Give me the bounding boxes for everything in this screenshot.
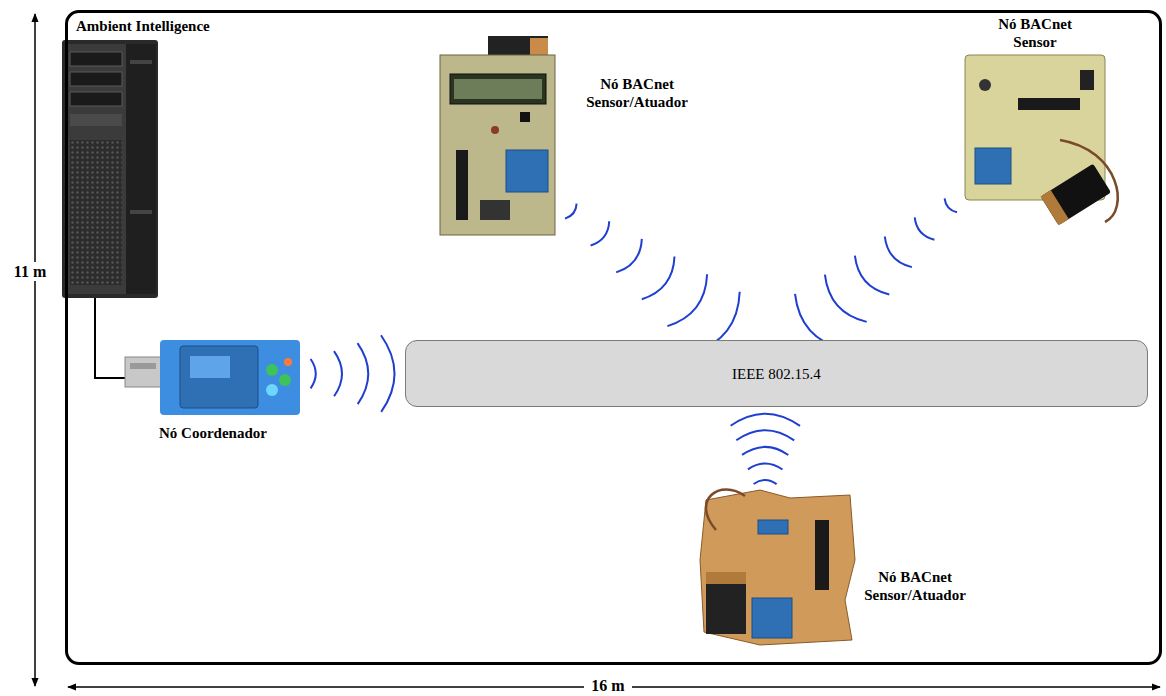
sensor-actuator-board xyxy=(506,150,548,192)
node-label: Nó BACnet Sensor/Atuador xyxy=(850,568,980,604)
sensor-board xyxy=(965,55,1118,225)
sensor-actuator-board xyxy=(700,490,855,645)
sensor-actuator-board xyxy=(491,126,499,134)
coordinator-usb-stick xyxy=(190,356,230,378)
sensor-actuator-board xyxy=(752,598,792,638)
wave-arc xyxy=(311,359,316,388)
wave-arc xyxy=(591,221,610,245)
sensor-actuator-board xyxy=(440,36,555,235)
server-tower xyxy=(70,140,122,285)
coordinator-usb-stick xyxy=(180,346,258,408)
server-tower xyxy=(130,60,152,64)
node-label: Nó BACnet Sensor/Atuador xyxy=(572,75,702,111)
wave-arc xyxy=(731,414,800,426)
wave-arc xyxy=(885,237,912,268)
wave-arc xyxy=(742,447,788,455)
sensor-actuator-board xyxy=(815,520,829,590)
device-node: Nó BACnet Sensor xyxy=(965,55,1105,200)
wave-arc xyxy=(381,335,395,412)
dimension-lines xyxy=(34,14,36,686)
wave-arc xyxy=(754,480,777,484)
wave-arc xyxy=(736,430,794,440)
device-node: Nó Coordenador xyxy=(125,340,300,415)
server-tower xyxy=(62,40,158,298)
sensor-actuator-board xyxy=(706,572,746,634)
sensor-actuator-board xyxy=(480,200,510,220)
server-tower xyxy=(130,210,152,214)
dimension-label: 16 m xyxy=(584,676,632,695)
coordinator-usb-stick xyxy=(125,340,300,415)
dimension-label: 11 m xyxy=(8,262,52,281)
sensor-board xyxy=(1041,190,1069,225)
server-tower xyxy=(70,52,122,66)
wave-arc xyxy=(748,463,783,469)
node-label: Nó BACnet Sensor xyxy=(985,15,1085,51)
coordinator-usb-stick xyxy=(266,384,278,396)
server-tower xyxy=(70,92,122,106)
coordinator-usb-stick xyxy=(125,357,163,387)
sensor-board xyxy=(1041,164,1112,226)
sensor-actuator-board xyxy=(700,490,855,646)
region-heading: Ambient Intelligence xyxy=(76,17,210,35)
wave-arc xyxy=(565,204,577,219)
network-band: IEEE 802.15.4 xyxy=(405,340,1148,407)
wave-arc xyxy=(642,257,675,300)
server-tower xyxy=(126,44,156,294)
radio-waves xyxy=(311,335,395,412)
wave-arc xyxy=(667,274,707,326)
sensor-board xyxy=(975,148,1011,184)
room-region: Ambient Intelligence Nó BACnet Sensor/Atu… xyxy=(65,10,1162,665)
sensor-board xyxy=(979,79,991,91)
radio-waves xyxy=(731,414,800,484)
wave-arc xyxy=(855,256,889,295)
server-tower xyxy=(62,40,158,298)
wave-arc xyxy=(945,198,957,212)
sensor-actuator-board xyxy=(440,55,555,235)
coordinator-usb-stick xyxy=(266,364,278,376)
sensor-actuator-board xyxy=(450,74,546,104)
sensor-board xyxy=(1080,70,1094,90)
radio-waves xyxy=(795,198,957,349)
sensor-board xyxy=(1041,164,1112,226)
server-tower xyxy=(70,72,122,86)
device-node: Nó BACnet Sensor/Atuador xyxy=(440,55,555,235)
node-label: Nó Coordenador xyxy=(113,424,313,442)
sensor-actuator-board xyxy=(706,490,745,531)
wave-arc xyxy=(915,217,935,239)
coordinator-usb-stick xyxy=(284,358,292,366)
sensor-actuator-board xyxy=(456,150,468,220)
sensor-actuator-board xyxy=(706,572,746,584)
network-label: IEEE 802.15.4 xyxy=(732,365,821,383)
coordinator-usb-stick xyxy=(160,340,300,415)
sensor-actuator-board xyxy=(758,520,788,534)
wave-arc xyxy=(334,351,342,396)
sensor-board xyxy=(1018,98,1080,110)
sensor-actuator-board xyxy=(454,79,542,99)
wave-arc xyxy=(358,343,369,404)
coordinator-usb-stick xyxy=(279,374,291,386)
coordinator-usb-stick xyxy=(130,363,156,369)
wave-arc xyxy=(616,239,642,273)
usb-cable xyxy=(95,298,128,378)
server-tower xyxy=(66,44,126,294)
dimension-lines xyxy=(35,14,1160,687)
radio-waves xyxy=(565,204,740,353)
wave-arc xyxy=(825,275,867,322)
device-node: Nó BACnet Sensor/Atuador xyxy=(700,490,855,645)
usb-cable xyxy=(95,298,128,378)
sensor-actuator-board xyxy=(520,112,530,122)
server-tower xyxy=(70,114,122,126)
